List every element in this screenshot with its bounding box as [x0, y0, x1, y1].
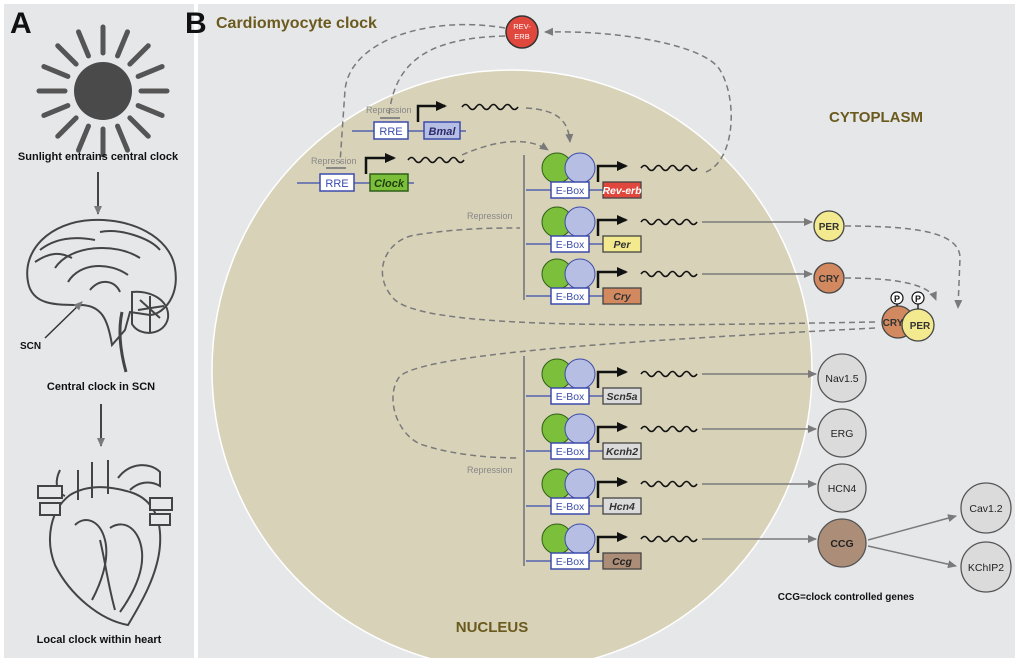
- svg-text:RRE: RRE: [379, 126, 402, 138]
- scn-pointer: [44, 301, 83, 339]
- heart-icon: [37, 460, 173, 627]
- cry-per-complex: CRY PER P P: [881, 291, 935, 342]
- svg-text:REV-: REV-: [513, 22, 531, 31]
- repression-label-lower: Repression: [467, 465, 513, 475]
- svg-text:CRY: CRY: [819, 274, 840, 285]
- gene-row-rev-erb: E-Box Rev-erb: [526, 152, 698, 199]
- svg-text:Cav1.2: Cav1.2: [969, 503, 1002, 515]
- ebox-label: E-Box: [556, 501, 585, 513]
- ebox-label: E-Box: [556, 185, 585, 197]
- phospho-icon: P: [890, 291, 904, 305]
- cytoplasm-label: CYTOPLASM: [829, 109, 923, 126]
- repression-label-clock: Repression: [311, 156, 357, 166]
- gene-label-rev-erb: Rev-erb: [602, 185, 642, 197]
- nucleus: [211, 69, 813, 663]
- gene-label-scn5a: Scn5a: [607, 391, 638, 403]
- svg-text:KChIP2: KChIP2: [968, 562, 1004, 574]
- ccg-footnote: CCG=clock controlled genes: [778, 592, 915, 603]
- gene-label-hcn4: Hcn4: [609, 501, 635, 513]
- svg-text:Bmal: Bmal: [429, 126, 457, 138]
- ebox-label: E-Box: [556, 391, 585, 403]
- erg-protein: ERG: [817, 408, 867, 458]
- svg-text:Clock: Clock: [374, 178, 405, 190]
- cry-protein: CRY: [813, 262, 845, 294]
- gene-row-cry: E-Box Cry: [526, 258, 813, 305]
- arrow-ccg-to-cav12: [867, 514, 957, 541]
- svg-text:ERG: ERG: [831, 428, 854, 440]
- svg-text:RRE: RRE: [325, 178, 348, 190]
- gene-label-cry: Cry: [613, 291, 632, 303]
- svg-text:Nav1.5: Nav1.5: [825, 373, 858, 385]
- ebox-label: E-Box: [556, 239, 585, 251]
- repression-label-upper: Repression: [467, 211, 513, 221]
- scn-label: SCN: [20, 341, 41, 352]
- bmal-gene: RRE Bmal: [352, 101, 519, 140]
- svg-text:HCN4: HCN4: [828, 483, 857, 495]
- clock-gene: RRE Clock: [297, 153, 465, 192]
- hcn4-protein: HCN4: [817, 463, 867, 513]
- panel-b-title: Cardiomyocyte clock: [216, 15, 377, 32]
- repression-label-bmal: Repression: [366, 105, 412, 115]
- gene-row-scn5a: E-Box Scn5a: [526, 358, 817, 405]
- gene-row-per: E-Box Per: [526, 206, 813, 253]
- rev-erb-protein: REV- ERB: [505, 15, 539, 49]
- caption-sunlight: Sunlight entrains central clock: [18, 151, 179, 163]
- svg-text:PER: PER: [819, 222, 840, 233]
- per-protein: PER: [813, 210, 845, 242]
- phospho-icon: P: [911, 291, 925, 305]
- ebox-label: E-Box: [556, 556, 585, 568]
- ebox-label: E-Box: [556, 291, 585, 303]
- nucleus-label: NUCLEUS: [456, 619, 529, 636]
- svg-text:CRY: CRY: [883, 318, 904, 329]
- gene-label-kcnh2: Kcnh2: [606, 446, 638, 458]
- feedback-paths: [339, 23, 963, 459]
- ebox-label: E-Box: [556, 446, 585, 458]
- svg-text:P: P: [915, 294, 921, 304]
- nucleus-clip-cover: [198, 658, 1015, 663]
- kchip2-protein: KChIP2: [960, 541, 1012, 593]
- gene-row-ccg: E-Box Ccg: [526, 523, 817, 570]
- gene-row-kcnh2: E-Box Kcnh2: [526, 413, 817, 460]
- caption-local-clock: Local clock within heart: [37, 634, 162, 646]
- caption-central-clock: Central clock in SCN: [47, 381, 155, 393]
- gene-label-per: Per: [614, 239, 632, 251]
- panel-b-label: B: [185, 7, 207, 40]
- svg-text:ERB: ERB: [514, 32, 529, 41]
- svg-text:P: P: [894, 294, 900, 304]
- sun-icon: [36, 24, 170, 158]
- gene-label-ccg: Ccg: [612, 556, 632, 568]
- svg-text:CCG: CCG: [830, 538, 853, 550]
- ccg-protein: CCG: [817, 518, 867, 568]
- gene-row-hcn4: E-Box Hcn4: [526, 468, 817, 515]
- svg-text:PER: PER: [910, 321, 931, 332]
- panel-a-label: A: [10, 7, 32, 40]
- nav15-protein: Nav1.5: [817, 353, 867, 403]
- arrow-ccg-to-kchip2: [867, 545, 957, 569]
- cav12-protein: Cav1.2: [960, 482, 1012, 534]
